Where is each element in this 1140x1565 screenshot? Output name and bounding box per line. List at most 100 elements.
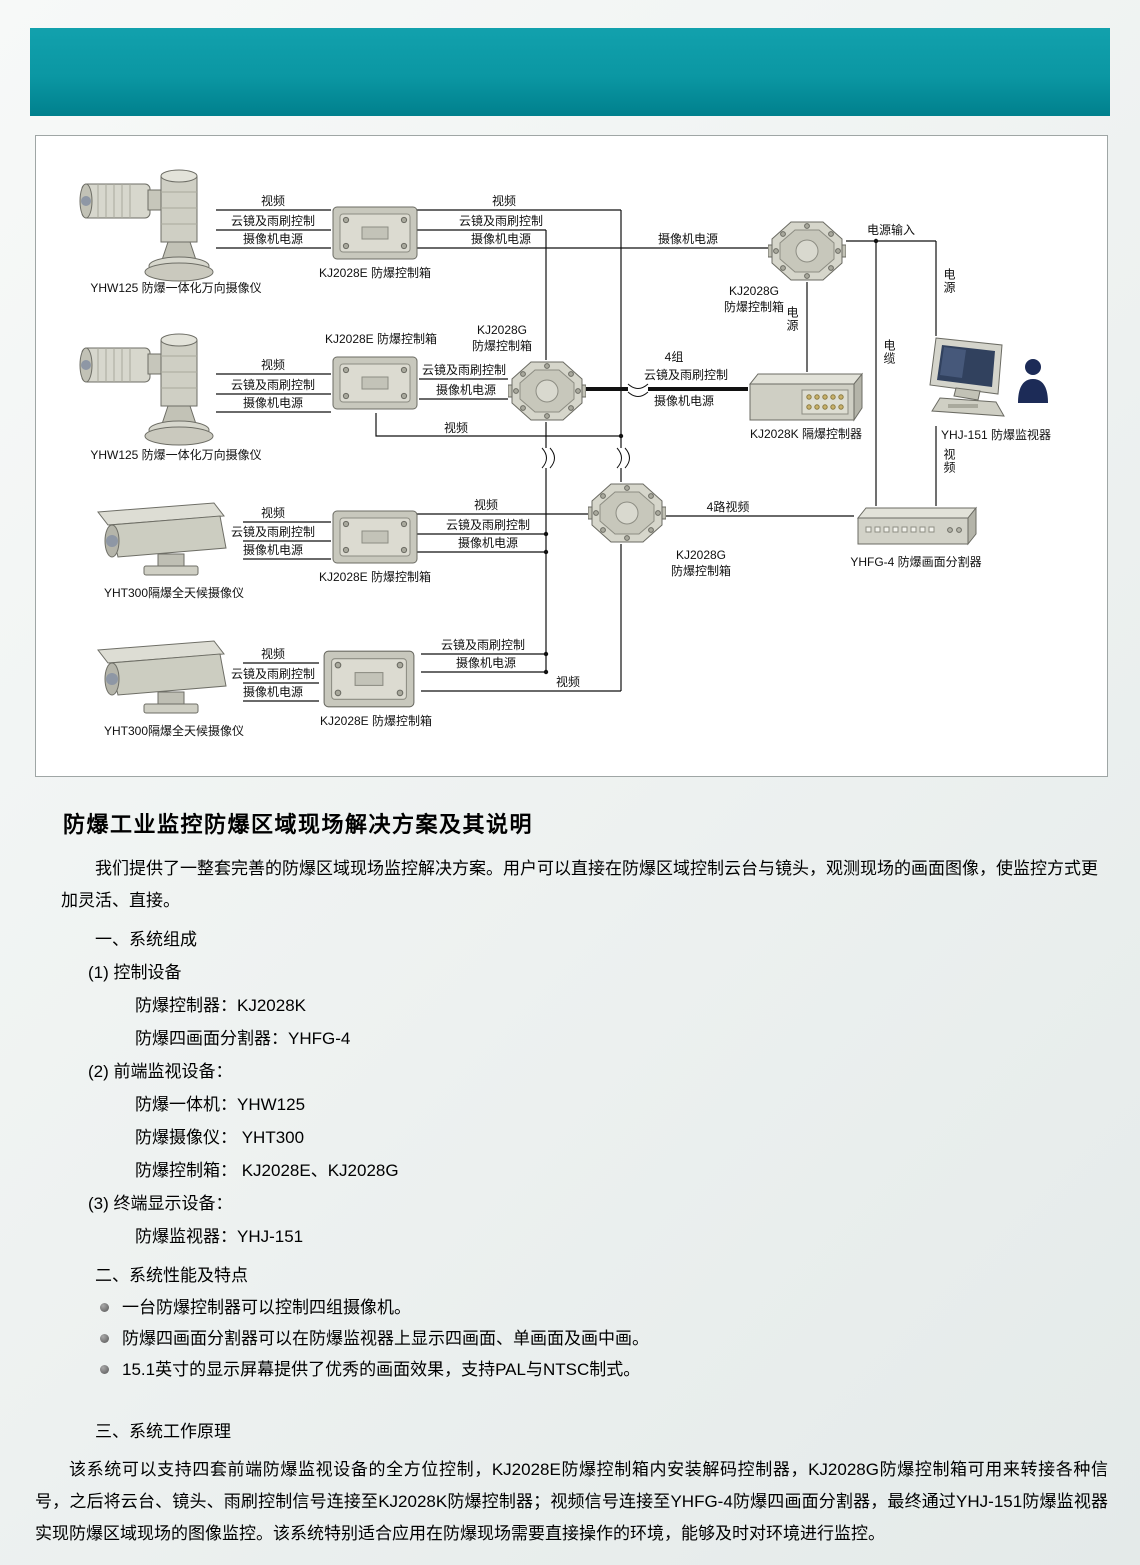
- yht300-camera-2-icon: [96, 634, 244, 727]
- wire-label-video: 视频: [491, 194, 517, 208]
- feature-text: 防爆四画面分割器可以在防爆监视器上显示四画面、单画面及画中画。: [122, 1329, 649, 1348]
- header-banner: [30, 28, 1110, 116]
- article: 防爆工业监控防爆区域现场解决方案及其说明 我们提供了一整套完善的防爆区域现场监控…: [35, 795, 1108, 1550]
- wiring-svg: [216, 209, 937, 702]
- wire-label-video: 视频: [260, 647, 286, 661]
- kj2028g-box-3-icon: [587, 482, 667, 549]
- bullet-icon: [100, 1303, 109, 1312]
- yhj151-monitor-label: YHJ-151 防爆监视器: [940, 428, 1052, 442]
- feature-text: 15.1英寸的显示屏幕提供了优秀的画面效果，支持PAL与NTSC制式。: [122, 1360, 641, 1379]
- kj2028e-box-2-label: KJ2028E 防爆控制箱: [324, 332, 438, 346]
- wire-label-cam-power: 摄像机电源: [242, 396, 304, 410]
- yhw125-camera-2-label: YHW125 防爆一体化万向摄像仪: [90, 448, 262, 462]
- kj2028e-box-3-label: KJ2028E 防爆控制箱: [318, 570, 432, 584]
- list-item: 防爆控制器：KJ2028K: [135, 996, 306, 1015]
- wire-label-video: 视频: [443, 421, 469, 435]
- wire-label-pan-wiper: 云镜及雨刷控制: [458, 214, 544, 228]
- wire-label-video: 视频: [555, 675, 581, 689]
- wire-junction-dots: [543, 238, 879, 675]
- intro-paragraph: 我们提供了一整套完善的防爆区域现场监控解决方案。用户可以直接在防爆区域控制云台与…: [61, 859, 1098, 910]
- list-item: 防爆监视器：YHJ-151: [135, 1227, 304, 1246]
- wire-label-power-input: 电源输入: [866, 223, 916, 237]
- kj2028g-box-2-icon: [507, 360, 587, 427]
- wire-label-video: 视频: [260, 358, 286, 372]
- wire-label-pan-wiper: 云镜及雨刷控制: [230, 378, 316, 392]
- wire-label-pan-wiper: 云镜及雨刷控制: [421, 363, 507, 377]
- yht300-camera-1-label: YHT300隔爆全天候摄像仪: [103, 586, 245, 600]
- wire-label-video: 视频: [473, 498, 499, 512]
- kj2028g-box-3-label-line1: KJ2028G: [675, 548, 727, 562]
- kj2028e-box-3-icon: [331, 508, 419, 571]
- wire-label-pan-wiper: 云镜及雨刷控制: [230, 525, 316, 539]
- subsection-2-heading: (2) 前端监视设备：: [88, 1062, 233, 1081]
- wire-label-group4: 4组: [664, 350, 684, 364]
- feature-item: 防爆四画面分割器可以在防爆监视器上显示四画面、单画面及画中画。: [100, 1323, 1108, 1354]
- kj2028g-box-2-label: KJ2028G 防爆控制箱: [472, 322, 532, 354]
- yhw125-camera-2-icon: [76, 328, 216, 455]
- subsection-1-heading: (1) 控制设备: [88, 963, 182, 982]
- yht300-camera-1-icon: [96, 496, 244, 589]
- wire-label-cable-vertical: 电缆: [882, 339, 896, 365]
- feature-item: 15.1英寸的显示屏幕提供了优秀的画面效果，支持PAL与NTSC制式。: [100, 1354, 1108, 1385]
- wire-label-cam-power: 摄像机电源: [455, 656, 517, 670]
- wire-label-cam-power: 摄像机电源: [435, 383, 497, 397]
- yhw125-camera-1-label: YHW125 防爆一体化万向摄像仪: [90, 281, 262, 295]
- wire-break-marks: [538, 381, 649, 469]
- kj2028e-box-4-label: KJ2028E 防爆控制箱: [319, 714, 433, 728]
- kj2028k-controller-icon: [748, 372, 864, 427]
- kj2028g-box-1-label-line1: KJ2028G: [728, 284, 780, 298]
- wire-label-cam-power: 摄像机电源: [457, 536, 519, 550]
- wire-label-power-vertical: 电源: [942, 268, 956, 294]
- kj2028e-box-2-icon: [331, 353, 419, 418]
- wire-label-pan-wiper: 云镜及雨刷控制: [643, 368, 729, 382]
- wire-label-power-vertical: 电源: [785, 306, 799, 332]
- subsection-3-heading: (3) 终端显示设备：: [88, 1194, 233, 1213]
- kj2028g-box-1-label: KJ2028G 防爆控制箱: [724, 283, 784, 315]
- wire-label-video: 视频: [260, 506, 286, 520]
- kj2028e-box-1-label: KJ2028E 防爆控制箱: [318, 266, 432, 280]
- bullet-icon: [100, 1334, 109, 1343]
- kj2028g-box-1-label-line2: 防爆控制箱: [723, 300, 785, 314]
- kj2028g-box-3-label: KJ2028G 防爆控制箱: [671, 547, 731, 579]
- section-1-heading: 一、系统组成: [95, 930, 197, 949]
- wire-label-video4: 4路视频: [706, 500, 750, 514]
- section-2-heading: 二、系统性能及特点: [95, 1266, 248, 1285]
- wire-label-cam-power: 摄像机电源: [657, 232, 719, 246]
- wires-group: [216, 209, 937, 702]
- list-item: 防爆摄像仪： YHT300: [135, 1128, 305, 1147]
- wire-label-pan-wiper: 云镜及雨刷控制: [230, 214, 316, 228]
- list-item: 防爆控制箱： KJ2028E、KJ2028G: [135, 1161, 399, 1180]
- wire-label-pan-wiper: 云镜及雨刷控制: [445, 518, 531, 532]
- wire-label-pan-wiper: 云镜及雨刷控制: [230, 667, 316, 681]
- bullet-icon: [100, 1365, 109, 1374]
- operator-person-icon: [1016, 358, 1050, 409]
- wire-label-cam-power: 摄像机电源: [470, 232, 532, 246]
- principle-paragraph: 该系统可以支持四套前端防爆监视设备的全方位控制，KJ2028E防爆控制箱内安装解…: [35, 1460, 1108, 1543]
- yhj151-monitor-icon: [926, 336, 1016, 431]
- kj2028g-box-2-label-line1: KJ2028G: [476, 323, 528, 337]
- kj2028g-box-1-icon: [767, 220, 847, 287]
- wire-label-video-vertical: 视频: [942, 448, 956, 474]
- wire-label-pan-wiper: 云镜及雨刷控制: [440, 638, 526, 652]
- kj2028g-box-3-label-line2: 防爆控制箱: [670, 564, 732, 578]
- list-item: 防爆一体机：YHW125: [135, 1095, 306, 1114]
- wire-label-cam-power: 摄像机电源: [242, 685, 304, 699]
- wire-label-cam-power: 摄像机电源: [653, 394, 715, 408]
- page-title: 防爆工业监控防爆区域现场解决方案及其说明: [63, 812, 534, 837]
- section-3-heading: 三、系统工作原理: [95, 1422, 231, 1441]
- yhfg4-splitter-icon: [854, 506, 978, 551]
- feature-text: 一台防爆控制器可以控制四组摄像机。: [122, 1298, 411, 1317]
- kj2028k-controller-label: KJ2028K 隔爆控制器: [749, 427, 863, 441]
- kj2028e-box-1-icon: [331, 204, 419, 267]
- kj2028g-box-2-label-line2: 防爆控制箱: [471, 339, 533, 353]
- wire-label-video: 视频: [260, 194, 286, 208]
- list-item: 防爆四画面分割器：YHFG-4: [135, 1029, 351, 1048]
- yht300-camera-2-label: YHT300隔爆全天候摄像仪: [103, 724, 245, 738]
- yhfg4-splitter-label: YHFG-4 防爆画面分割器: [850, 555, 982, 569]
- feature-item: 一台防爆控制器可以控制四组摄像机。: [100, 1292, 1108, 1323]
- yhw125-camera-1-icon: [76, 164, 216, 291]
- system-diagram: YHW125 防爆一体化万向摄像仪 YHW125 防爆一体化万向摄像仪 YHT3…: [35, 135, 1108, 777]
- wire-label-cam-power: 摄像机电源: [242, 543, 304, 557]
- kj2028e-box-4-icon: [319, 648, 419, 715]
